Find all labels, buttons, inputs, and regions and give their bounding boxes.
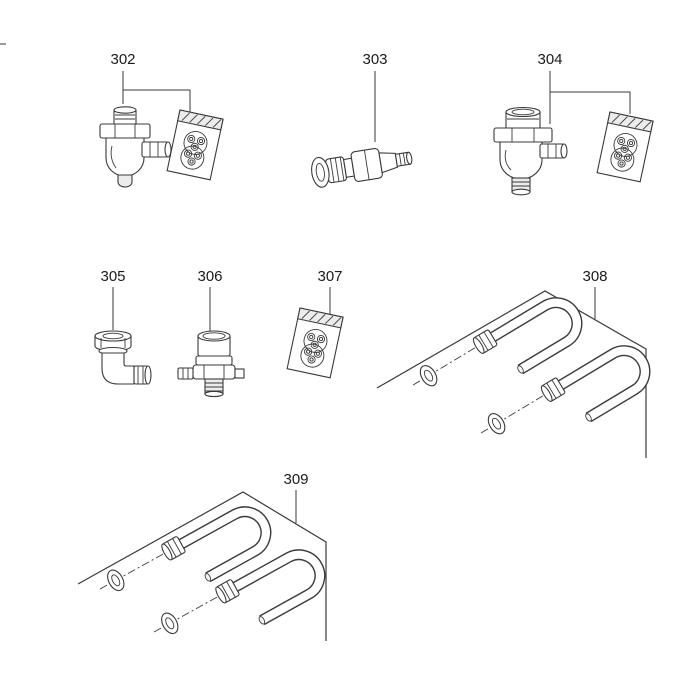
hex-nut [493,127,553,143]
part-306-label: 306 [197,268,222,285]
part-303-valve [311,147,413,188]
part-302-valve [99,106,172,188]
part-302-leader-branch [123,89,191,112]
part-309-boundary [77,491,327,641]
end-cap [311,156,330,188]
part-307-seal-kit [286,307,344,379]
part-306-valve [177,330,245,398]
taper [378,152,399,174]
part-302-label: 302 [110,51,135,68]
part-304-leader-branch [550,91,631,114]
part-304-label: 304 [537,51,562,68]
part-308-boundary [376,290,647,458]
part-308-pipe-2 [475,333,654,472]
part-309-label: 309 [283,471,308,488]
upper-band [195,355,233,366]
side-outlet [141,141,169,158]
bottom-tip [117,174,133,188]
side-outlet [539,143,565,159]
part-308-label: 308 [582,268,607,285]
part-304-seal-kit [596,111,654,183]
part-304-valve [493,106,568,196]
part-309-pipe-1 [95,495,276,630]
part-302-seal-kit [166,109,224,181]
part-305-label: 305 [100,268,125,285]
elbow-body [101,352,135,385]
part-303-label: 303 [362,51,387,68]
part-307-label: 307 [317,268,342,285]
valve-body [499,141,543,180]
valve-body [192,364,236,380]
hex-nut [99,123,151,139]
side-stub [234,368,245,379]
side-nut [177,367,194,380]
part-305-elbow [94,330,152,385]
